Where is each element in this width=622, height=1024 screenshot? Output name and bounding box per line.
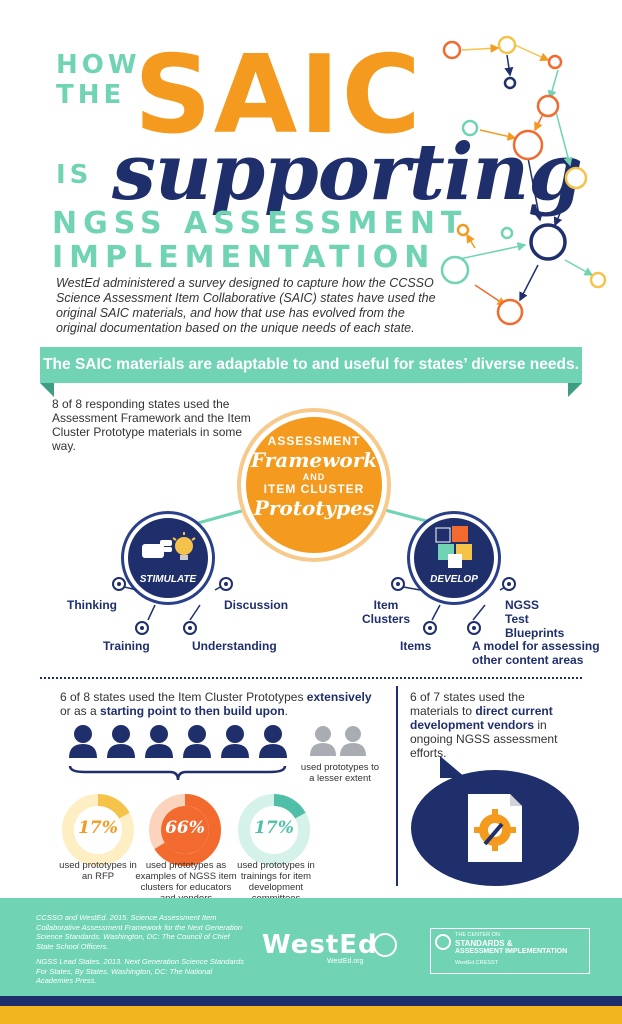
framework-circle: ASSESSMENT Framework AND ITEM CLUSTER Pr… xyxy=(241,412,387,558)
label-understanding: Understanding xyxy=(192,639,277,653)
csai-partners: WestEd CRESST xyxy=(455,960,498,966)
prototypes-stat-extensively: extensively xyxy=(306,690,372,704)
speech-bubble xyxy=(411,756,579,886)
framework-line3: AND xyxy=(302,472,326,482)
csai-logo: THE CENTER ON STANDARDS & ASSESSMENT IMP… xyxy=(430,928,590,974)
people-icons xyxy=(68,725,366,781)
prototypes-stat-post: . xyxy=(284,704,289,718)
stat-8-of-8: 8 of 8 responding states used the Assess… xyxy=(52,397,251,453)
hand-bulb-icon xyxy=(142,532,196,560)
label-training: Training xyxy=(103,639,150,653)
ring-arc xyxy=(62,794,134,866)
title-the: THE xyxy=(56,80,126,110)
prototypes-stat-mid: or as a xyxy=(60,704,101,718)
csai-icon xyxy=(435,934,451,950)
develop-label: DEVELOP xyxy=(430,574,478,585)
globe-icon xyxy=(373,933,397,957)
network-graphic xyxy=(440,35,607,326)
framework-line5: Prototypes xyxy=(253,496,375,520)
stimulate-label: STIMULATE xyxy=(139,574,197,585)
lesser-extent-caption: used prototypes to a lesser extent xyxy=(300,762,380,784)
title-ngss-assessment: NGSS ASSESSMENT xyxy=(52,206,468,241)
footer xyxy=(0,898,622,996)
ring-caption-rfp: used prototypes in an RFP xyxy=(59,860,137,882)
label-item-clusters: Item Clusters xyxy=(361,598,411,626)
ring-value-trainings: 17% xyxy=(254,818,294,838)
label-blueprints: NGSS Test Blueprints xyxy=(505,598,565,640)
title-implementation: IMPLEMENTATION xyxy=(52,240,436,275)
csai-small: THE CENTER ON xyxy=(455,932,500,938)
dot-blueprints xyxy=(502,577,516,591)
label-model: A model for assessing other content area… xyxy=(472,639,600,667)
vendors-stat-pre: 6 of 7 states used the materials to xyxy=(410,690,525,718)
ring-value-examples: 66% xyxy=(165,818,205,838)
banner-fold-right xyxy=(568,383,582,397)
dot-understanding xyxy=(183,621,197,635)
percent-rings xyxy=(62,794,310,866)
branch-lines xyxy=(119,585,508,621)
dot-item-clusters xyxy=(391,577,405,591)
title-is: IS xyxy=(56,160,93,190)
intro-text: WestEd administered a survey designed to… xyxy=(56,276,436,335)
title-how: HOW xyxy=(56,50,141,80)
dot-thinking xyxy=(112,577,126,591)
framework-line2: Framework xyxy=(250,448,378,472)
vendors-stat: 6 of 7 states used the materials to dire… xyxy=(410,690,570,760)
footer-bar-gold xyxy=(0,1006,622,1024)
title-supporting: supporting xyxy=(112,127,583,218)
vendors-stat-highlight: direct current development vendors xyxy=(410,704,553,732)
footer-bar-blue xyxy=(0,996,622,1006)
label-thinking: Thinking xyxy=(67,598,117,612)
dot-model xyxy=(467,621,481,635)
reference-1: CCSSO and WestEd. 2015. Science Assessme… xyxy=(36,913,243,951)
vendors-stat-post: in ongoing NGSS assessment efforts. xyxy=(410,718,558,760)
csai-line1: STANDARDS & xyxy=(455,939,513,948)
banner-fold-left xyxy=(40,383,54,397)
wested-logo: WestEd xyxy=(262,930,378,960)
dot-training xyxy=(135,621,149,635)
key-message-banner: The SAIC materials are adaptable to and … xyxy=(40,347,582,383)
wested-url: WestEd.org xyxy=(327,958,364,965)
dot-discussion xyxy=(219,577,233,591)
develop-circle: DEVELOP xyxy=(410,514,498,602)
label-discussion: Discussion xyxy=(224,598,289,612)
stimulate-circle: STIMULATE xyxy=(124,514,212,602)
vertical-divider xyxy=(396,686,398,886)
dot-items xyxy=(423,621,437,635)
prototypes-stat-pre: 6 of 8 states used the Item Cluster Prot… xyxy=(60,690,307,704)
framework-line4: ITEM CLUSTER xyxy=(263,482,365,496)
ring-value-rfp: 17% xyxy=(78,818,118,838)
label-items: Items xyxy=(400,639,432,653)
ring-arc xyxy=(149,794,221,866)
cubes-icon xyxy=(435,526,472,568)
ring-fill xyxy=(161,806,209,854)
title-saic: SAIC xyxy=(134,33,423,158)
section-divider xyxy=(40,677,582,679)
reference-2: NGSS Lead States. 2013. Next Generation … xyxy=(36,957,245,985)
prototypes-stat: 6 of 8 states used the Item Cluster Prot… xyxy=(60,690,380,718)
framework-line1: ASSESSMENT xyxy=(267,434,361,448)
ring-arc xyxy=(238,794,310,866)
prototypes-stat-starting-point: starting point to then build upon xyxy=(100,704,285,718)
csai-line2: ASSESSMENT IMPLEMENTATION xyxy=(455,948,568,955)
